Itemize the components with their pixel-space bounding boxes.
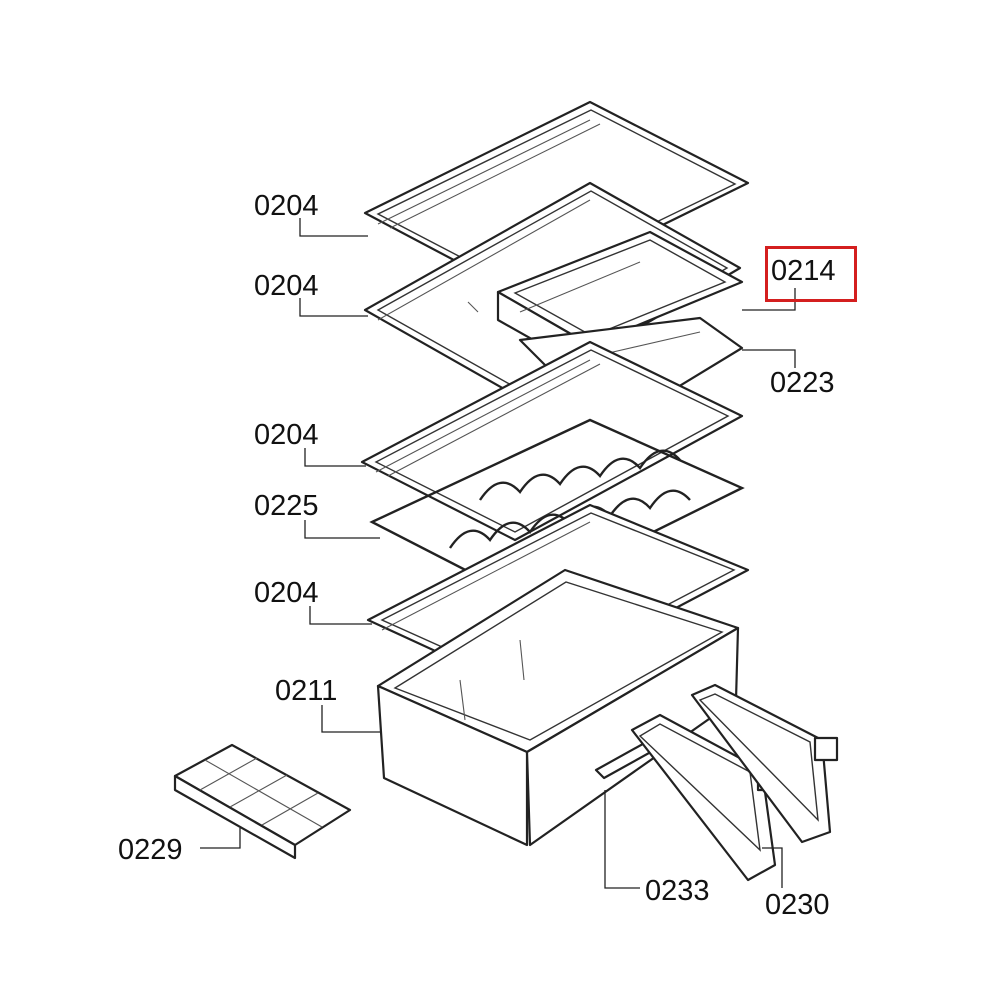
- leader-0204-4: [309, 606, 372, 625]
- leader-0214: [742, 288, 796, 311]
- part-label-0211: 0211: [275, 675, 338, 707]
- part-label-0204-4: 0204: [254, 577, 319, 609]
- leader-0230: [762, 847, 783, 888]
- leader-0223: [742, 349, 796, 368]
- part-label-0204-2: 0204: [254, 270, 319, 302]
- part-label-0214: 0214: [771, 255, 836, 287]
- leader-0204-1: [299, 218, 368, 237]
- part-label-0230: 0230: [765, 889, 830, 921]
- leader-0225: [304, 520, 380, 539]
- leader-0229: [200, 828, 241, 849]
- leader-0233: [604, 790, 640, 889]
- leader-0211: [321, 705, 380, 733]
- part-label-0225: 0225: [254, 490, 319, 522]
- highlight-box: [765, 246, 857, 302]
- ice-cube-tray: [173, 743, 352, 860]
- part-label-0204-3: 0204: [254, 419, 319, 451]
- part-label-0233: 0233: [645, 875, 710, 907]
- leader-0204-3: [304, 448, 366, 467]
- door-bin-back: [690, 683, 839, 844]
- part-label-0204-1: 0204: [254, 190, 319, 222]
- vegetable-box: [376, 568, 740, 847]
- glass-shelf-3: [360, 340, 744, 542]
- part-label-0223: 0223: [770, 367, 835, 399]
- leader-0204-2: [299, 298, 368, 317]
- part-label-0229: 0229: [118, 834, 183, 866]
